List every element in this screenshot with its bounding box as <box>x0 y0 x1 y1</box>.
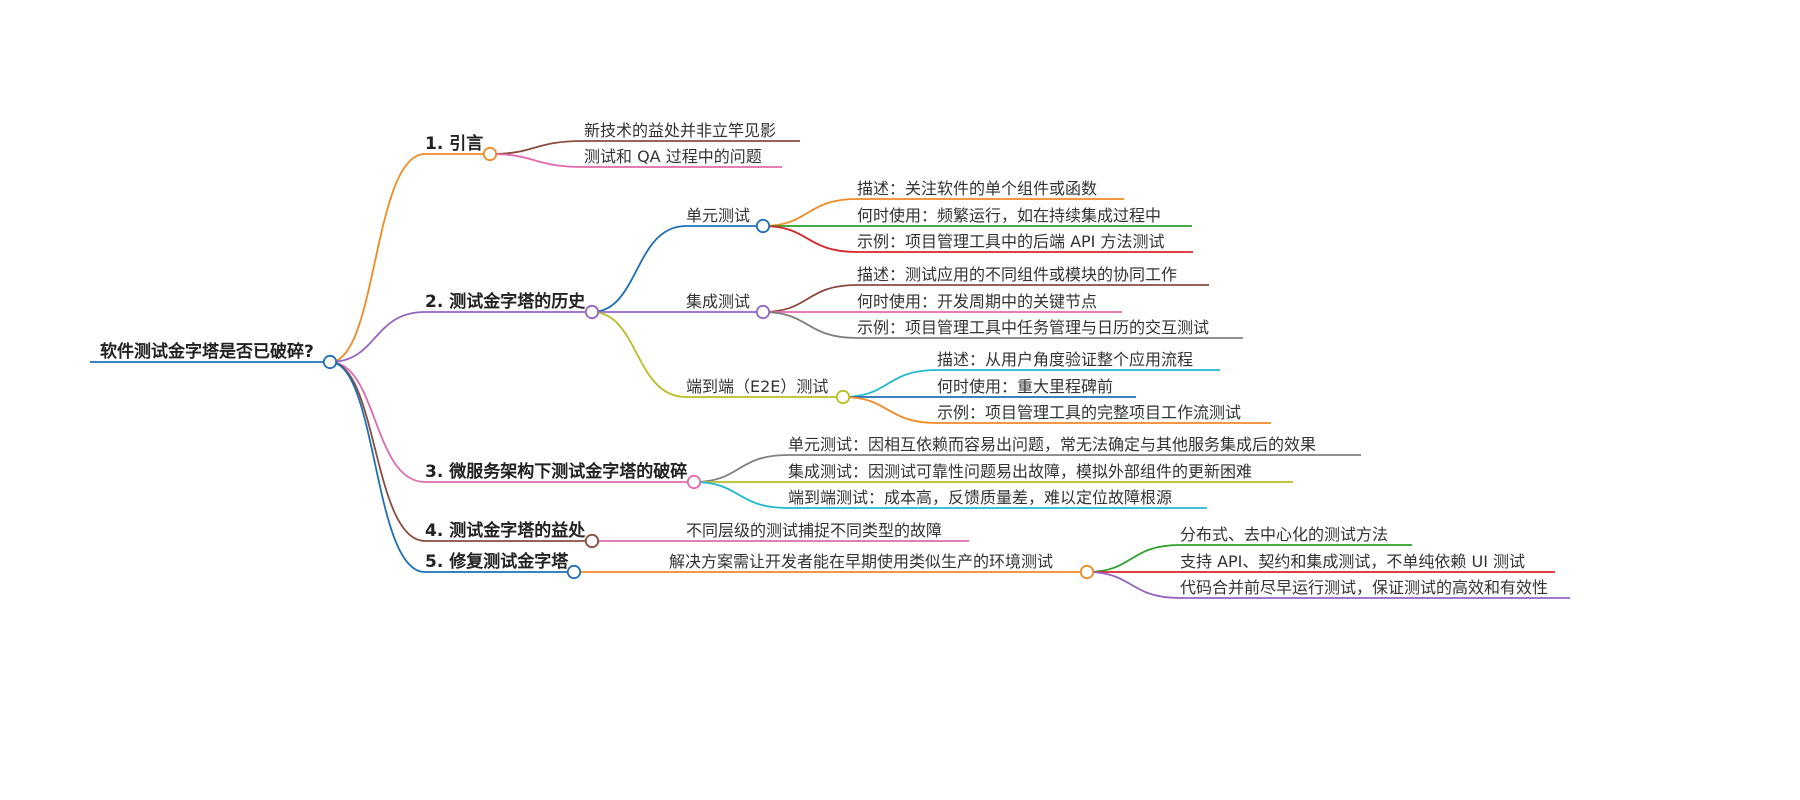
topic-c0-0[interactable]: 新技术的益处并非立竿见影 <box>584 121 776 140</box>
topic-c1-2-2[interactable]: 示例：项目管理工具的完整项目工作流测试 <box>937 403 1241 422</box>
edge-c1-0 <box>591 225 687 313</box>
edge-c1-2-0 <box>842 369 938 398</box>
mindmap-edges <box>329 140 1181 599</box>
topic-c4-0[interactable]: 解决方案需让开发者能在早期使用类似生产的环境测试 <box>669 552 1053 571</box>
collapse-toggle-c3[interactable] <box>584 533 600 549</box>
edge-c4-0-2 <box>1086 571 1181 599</box>
topic-c0-1[interactable]: 测试和 QA 过程中的问题 <box>584 147 762 166</box>
edge-c1-2 <box>591 311 687 398</box>
edge-c0-1 <box>489 153 585 168</box>
edge-c1-1-0 <box>762 284 858 313</box>
topic-c4[interactable]: 5. 修复测试金字塔 <box>425 551 569 572</box>
topic-c2[interactable]: 3. 微服务架构下测试金字塔的破碎 <box>425 461 687 482</box>
topic-c1-1-1[interactable]: 何时使用：开发周期中的关键节点 <box>857 292 1097 311</box>
topic-c2-2[interactable]: 端到端测试：成本高，反馈质量差，难以定位故障根源 <box>788 488 1172 507</box>
edge-c2-2 <box>693 481 789 509</box>
collapse-toggle-c1-1[interactable] <box>755 304 771 320</box>
mindmap-node-markers <box>322 146 1095 580</box>
topic-c1-0-1[interactable]: 何时使用：频繁运行，如在持续集成过程中 <box>857 206 1161 225</box>
topic-c3[interactable]: 4. 测试金字塔的益处 <box>425 520 586 541</box>
edge-c1 <box>329 311 426 363</box>
topic-c4-0-1[interactable]: 支持 API、契约和集成测试，不单纯依赖 UI 测试 <box>1180 552 1525 571</box>
topic-c1-0[interactable]: 单元测试 <box>686 206 750 225</box>
edge-c1-0-2 <box>762 225 858 253</box>
topic-c1-0-2[interactable]: 示例：项目管理工具中的后端 API 方法测试 <box>857 232 1165 251</box>
edge-c3 <box>329 361 426 542</box>
edge-c0 <box>329 153 426 363</box>
topic-c2-0[interactable]: 单元测试：因相互依赖而容易出问题，常无法确定与其他服务集成后的效果 <box>788 435 1316 454</box>
topic-c1-0-0[interactable]: 描述：关注软件的单个组件或函数 <box>857 179 1097 198</box>
topic-c1-1[interactable]: 集成测试 <box>686 292 750 311</box>
topic-c1-1-2[interactable]: 示例：项目管理工具中任务管理与日历的交互测试 <box>857 318 1209 337</box>
topic-c4-0-2[interactable]: 代码合并前尽早运行测试，保证测试的高效和有效性 <box>1180 578 1548 597</box>
edge-c1-1-2 <box>762 311 858 339</box>
collapse-toggle-c1-0[interactable] <box>755 218 771 234</box>
edge-c4 <box>329 361 426 573</box>
collapse-toggle-c1-2[interactable] <box>835 389 851 405</box>
collapse-toggle-c1[interactable] <box>584 304 600 320</box>
collapse-toggle-c4-0[interactable] <box>1079 564 1095 580</box>
edge-c2-0 <box>693 454 789 483</box>
topic-c4-0-0[interactable]: 分布式、去中心化的测试方法 <box>1180 525 1388 544</box>
topic-c1-2[interactable]: 端到端（E2E）测试 <box>686 377 828 396</box>
edge-c1-0-0 <box>762 198 858 227</box>
root-topic[interactable]: 软件测试金字塔是否已破碎? <box>100 341 314 362</box>
collapse-toggle-c0[interactable] <box>482 146 498 162</box>
collapse-toggle-root[interactable] <box>322 354 338 370</box>
topic-c0[interactable]: 1. 引言 <box>425 133 483 154</box>
topic-c1-2-1[interactable]: 何时使用：重大里程碑前 <box>937 377 1113 396</box>
edge-c1-2-2 <box>842 396 938 424</box>
topic-c1[interactable]: 2. 测试金字塔的历史 <box>425 291 586 312</box>
edge-c0-0 <box>489 140 585 155</box>
edge-c2 <box>329 361 426 483</box>
collapse-toggle-c2[interactable] <box>686 474 702 490</box>
edge-c4-0-0 <box>1086 544 1181 573</box>
topic-c3-0[interactable]: 不同层级的测试捕捉不同类型的故障 <box>686 521 942 540</box>
topic-c2-1[interactable]: 集成测试：因测试可靠性问题易出故障，模拟外部组件的更新困难 <box>788 462 1252 481</box>
collapse-toggle-c4[interactable] <box>566 564 582 580</box>
topic-c1-1-0[interactable]: 描述：测试应用的不同组件或模块的协同工作 <box>857 265 1177 284</box>
topic-c1-2-0[interactable]: 描述：从用户角度验证整个应用流程 <box>937 350 1193 369</box>
mindmap-underlines <box>90 140 1570 599</box>
